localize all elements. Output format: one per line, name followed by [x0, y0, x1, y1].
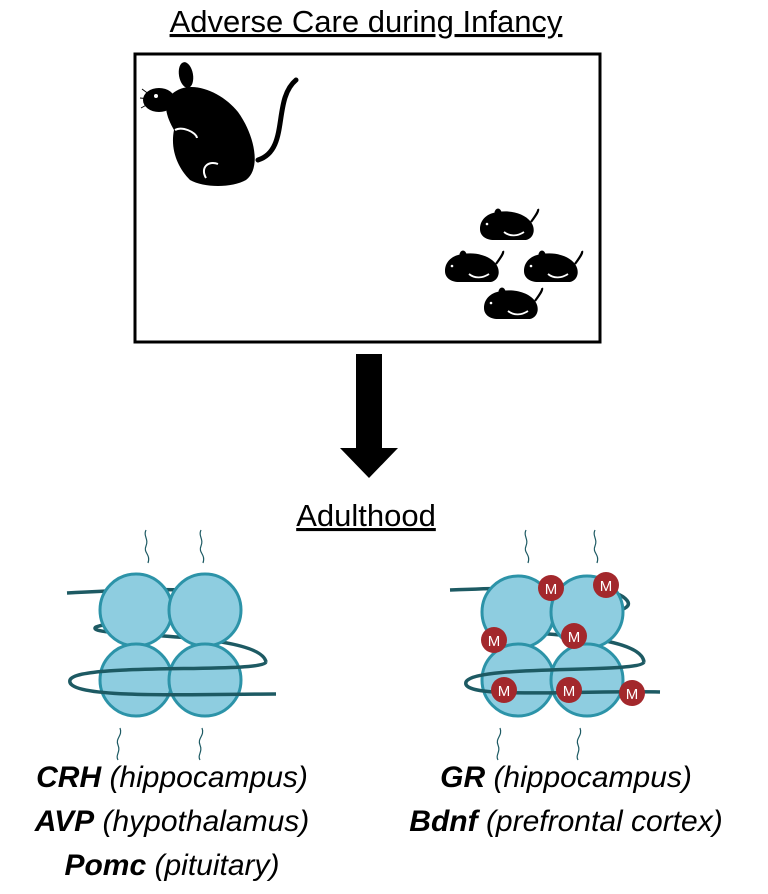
adulthood-label: Adulthood: [296, 498, 436, 533]
gene-label-bdnf: Bdnf (prefrontal cortex): [409, 805, 722, 838]
methylated-nucleosome: [449, 529, 661, 761]
methyl-mark: M: [538, 575, 564, 601]
methyl-mark: M: [619, 680, 645, 706]
svg-text:M: M: [563, 683, 576, 700]
gene-label-pomc: Pomc (pituitary): [64, 849, 279, 882]
unmethylated-nucleosome: [66, 529, 277, 761]
svg-text:M: M: [498, 683, 511, 700]
diagram-title: Adverse Care during Infancy: [170, 4, 563, 39]
svg-text:M: M: [600, 578, 613, 595]
methyl-mark: M: [481, 627, 507, 653]
methyl-mark: M: [561, 623, 587, 649]
svg-text:M: M: [545, 581, 558, 598]
down-arrow: [340, 354, 398, 478]
methyl-mark: M: [593, 572, 619, 598]
svg-text:M: M: [568, 629, 581, 646]
gene-label-avp: AVP (hypothalamus): [34, 805, 310, 838]
mother-mouse-icon: [139, 62, 299, 186]
gene-label-crh: CRH (hippocampus): [36, 761, 308, 794]
gene-label-gr: GR (hippocampus): [440, 761, 692, 794]
methyl-mark: M: [491, 677, 517, 703]
methyl-mark: M: [556, 677, 582, 703]
svg-text:M: M: [488, 633, 501, 650]
svg-text:M: M: [626, 686, 639, 703]
